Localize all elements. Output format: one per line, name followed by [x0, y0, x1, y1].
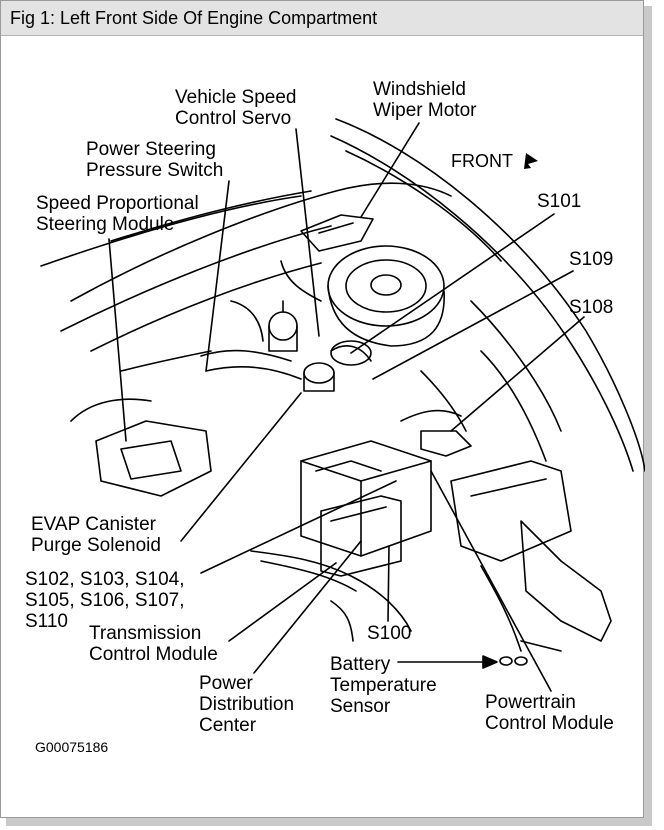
figure-frame: Fig 1: Left Front Side Of Engine Compart… — [0, 0, 644, 818]
leader-s100 — [388, 546, 389, 621]
label-s100: S100 — [367, 623, 411, 644]
label-evap-canister-purge-solenoid: EVAP Canister Purge Solenoid — [31, 514, 161, 556]
label-power-steering-pressure-switch: Power Steering Pressure Switch — [86, 139, 223, 181]
leader-evap-solenoid — [181, 393, 301, 541]
label-battery-temperature-sensor: Battery Temperature Sensor — [330, 654, 437, 717]
label-transmission-control-module: Transmission Control Module — [89, 623, 218, 665]
leader-vehicle-speed-servo — [296, 129, 319, 336]
arrow-icon — [483, 656, 497, 668]
leader-tcm — [229, 563, 336, 641]
leader-s108 — [451, 317, 584, 431]
label-power-distribution-center: Power Distribution Center — [199, 673, 294, 736]
frame-shadow-bottom — [6, 818, 652, 826]
front-arrow-icon — [524, 153, 538, 169]
leader-pcm — [431, 471, 551, 691]
leader-ps-switch — [206, 181, 229, 371]
frame-shadow-right — [644, 6, 652, 822]
leader-s101 — [351, 214, 554, 353]
label-vehicle-speed-control-servo: Vehicle Speed Control Servo — [175, 87, 297, 129]
label-s101: S101 — [537, 191, 581, 212]
pcm-box — [451, 461, 571, 561]
label-s108: S108 — [569, 297, 613, 318]
figure-code: G00075186 — [35, 739, 108, 755]
label-front: FRONT — [451, 151, 513, 172]
label-s109: S109 — [569, 249, 613, 270]
label-windshield-wiper-motor: Windshield Wiper Motor — [373, 79, 476, 121]
leader-wiper-motor — [361, 123, 419, 217]
leader-steering-module — [109, 239, 126, 441]
label-powertrain-control-module: Powertrain Control Module — [485, 692, 614, 734]
label-speed-proportional-steering-module: Speed Proportional Steering Module — [36, 193, 199, 235]
steering-module-block — [96, 421, 211, 496]
